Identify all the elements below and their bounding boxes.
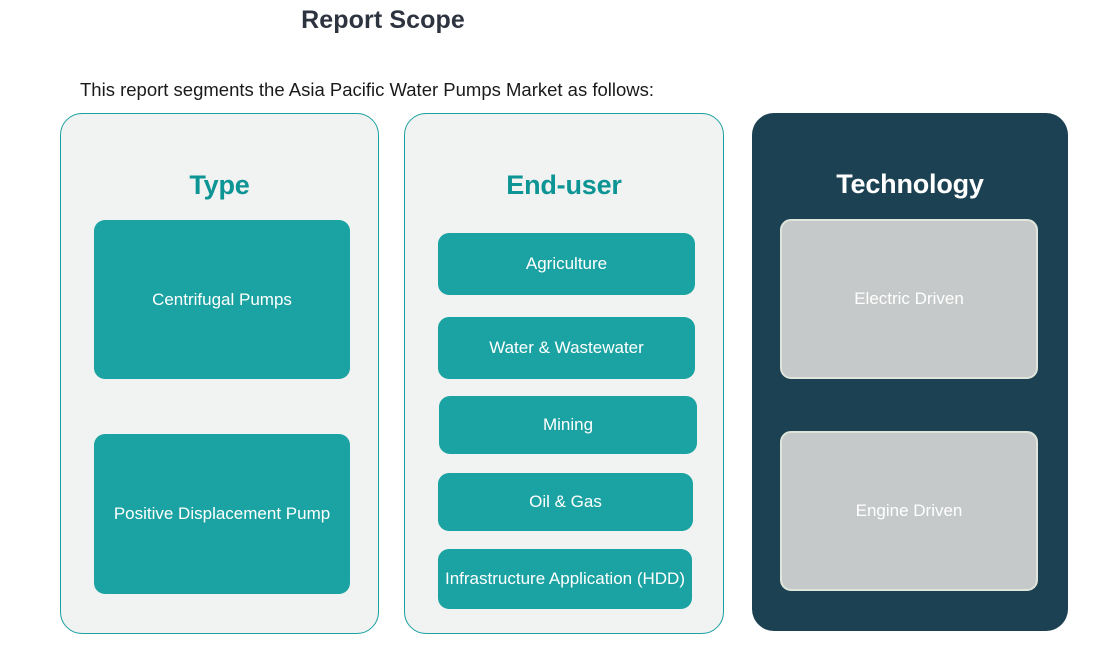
- segment-item-positive-displacement-pump[interactable]: Positive Displacement Pump: [94, 434, 350, 594]
- segment-item-oil-and-gas[interactable]: Oil & Gas: [438, 473, 693, 531]
- segment-item-infrastructure-application-hdd[interactable]: Infrastructure Application (HDD): [438, 549, 692, 609]
- page-subtitle: This report segments the Asia Pacific Wa…: [80, 79, 655, 100]
- segment-card-end-user: End-user Agriculture Water & Wastewater …: [404, 113, 724, 634]
- segment-card-title-technology: Technology: [836, 169, 984, 199]
- segment-item-water-and-wastewater[interactable]: Water & Wastewater: [438, 317, 695, 379]
- segment-item-centrifugal-pumps[interactable]: Centrifugal Pumps: [94, 220, 350, 379]
- page-title: Report Scope: [301, 6, 465, 34]
- segment-card-type: Type Centrifugal Pumps Positive Displace…: [60, 113, 379, 634]
- segment-item-electric-driven[interactable]: Electric Driven: [780, 219, 1038, 379]
- segment-card-title-end-user: End-user: [506, 170, 622, 200]
- segment-item-agriculture[interactable]: Agriculture: [438, 233, 695, 295]
- segmentation-columns: Type Centrifugal Pumps Positive Displace…: [0, 113, 1104, 638]
- segment-card-technology: Technology Electric Driven Engine Driven: [752, 113, 1068, 631]
- segment-item-mining[interactable]: Mining: [439, 396, 697, 454]
- segment-card-title-type: Type: [189, 170, 250, 200]
- segment-item-engine-driven[interactable]: Engine Driven: [780, 431, 1038, 591]
